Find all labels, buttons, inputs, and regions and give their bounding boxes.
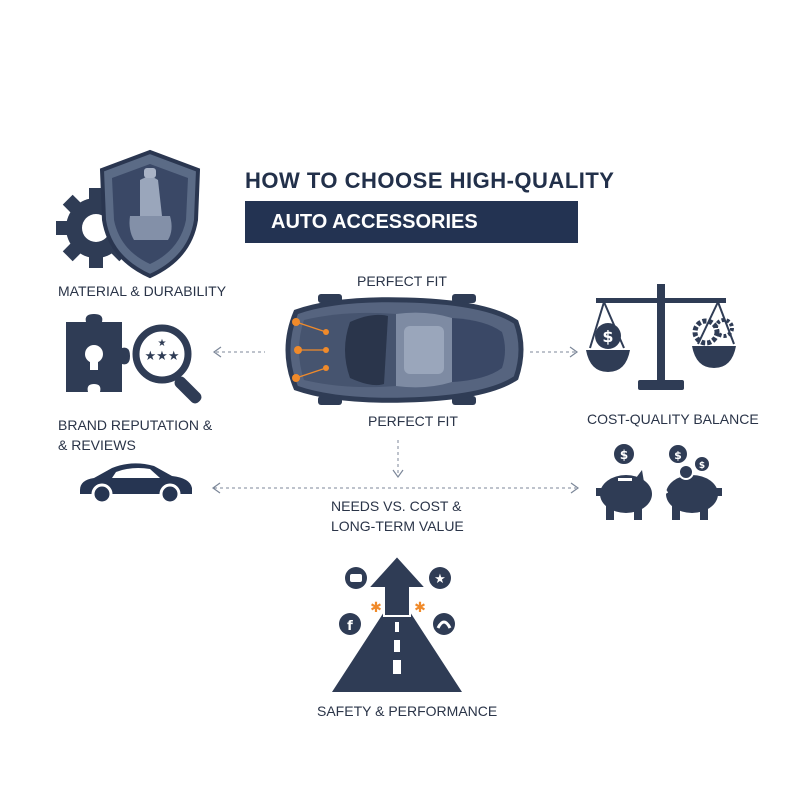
page-title: HOW TO CHOOSE HIGH-QUALITY: [245, 168, 615, 193]
needs-cost-label-line2: LONG-TERM VALUE: [331, 518, 464, 534]
page-subtitle-banner: AUTO ACCESSORIES: [245, 201, 578, 243]
svg-text:★★★: ★★★: [145, 349, 180, 364]
svg-text:✱: ✱: [370, 600, 382, 616]
svg-text:$: $: [674, 449, 682, 462]
car-top-view-icon: [285, 294, 524, 405]
cost-quality-label: COST-QUALITY BALANCE: [587, 411, 759, 427]
balance-scale-icon: $: [586, 284, 736, 390]
car-side-icon: [80, 463, 192, 505]
magnifier-stars-icon: ★★★ ★: [132, 324, 202, 404]
safety-performance-label: SAFETY & PERFORMANCE: [317, 703, 498, 719]
material-durability-label: MATERIAL & DURABILITY: [58, 283, 227, 299]
svg-text:$: $: [620, 448, 628, 462]
perfect-fit-label-bottom: PERFECT FIT: [368, 413, 458, 429]
shield-seat-icon: [56, 149, 201, 279]
svg-text:★: ★: [434, 572, 446, 587]
road-arrow-icon: ★ f ✱ ✱: [332, 554, 462, 692]
svg-text:$: $: [699, 461, 705, 471]
svg-text:✱: ✱: [414, 600, 426, 616]
brand-reputation-label-line2: & REVIEWS: [58, 437, 136, 453]
svg-text:$: $: [602, 327, 613, 346]
puzzle-icon: [66, 314, 130, 392]
brand-reputation-label-line1: BRAND REPUTATION &: [58, 417, 213, 433]
svg-text:f: f: [347, 619, 353, 634]
svg-text:★: ★: [158, 338, 167, 349]
perfect-fit-label-top: PERFECT FIT: [357, 273, 447, 289]
needs-cost-label-line1: NEEDS VS. COST &: [331, 498, 462, 514]
piggy-bank-icon: $ $ $: [596, 442, 722, 520]
